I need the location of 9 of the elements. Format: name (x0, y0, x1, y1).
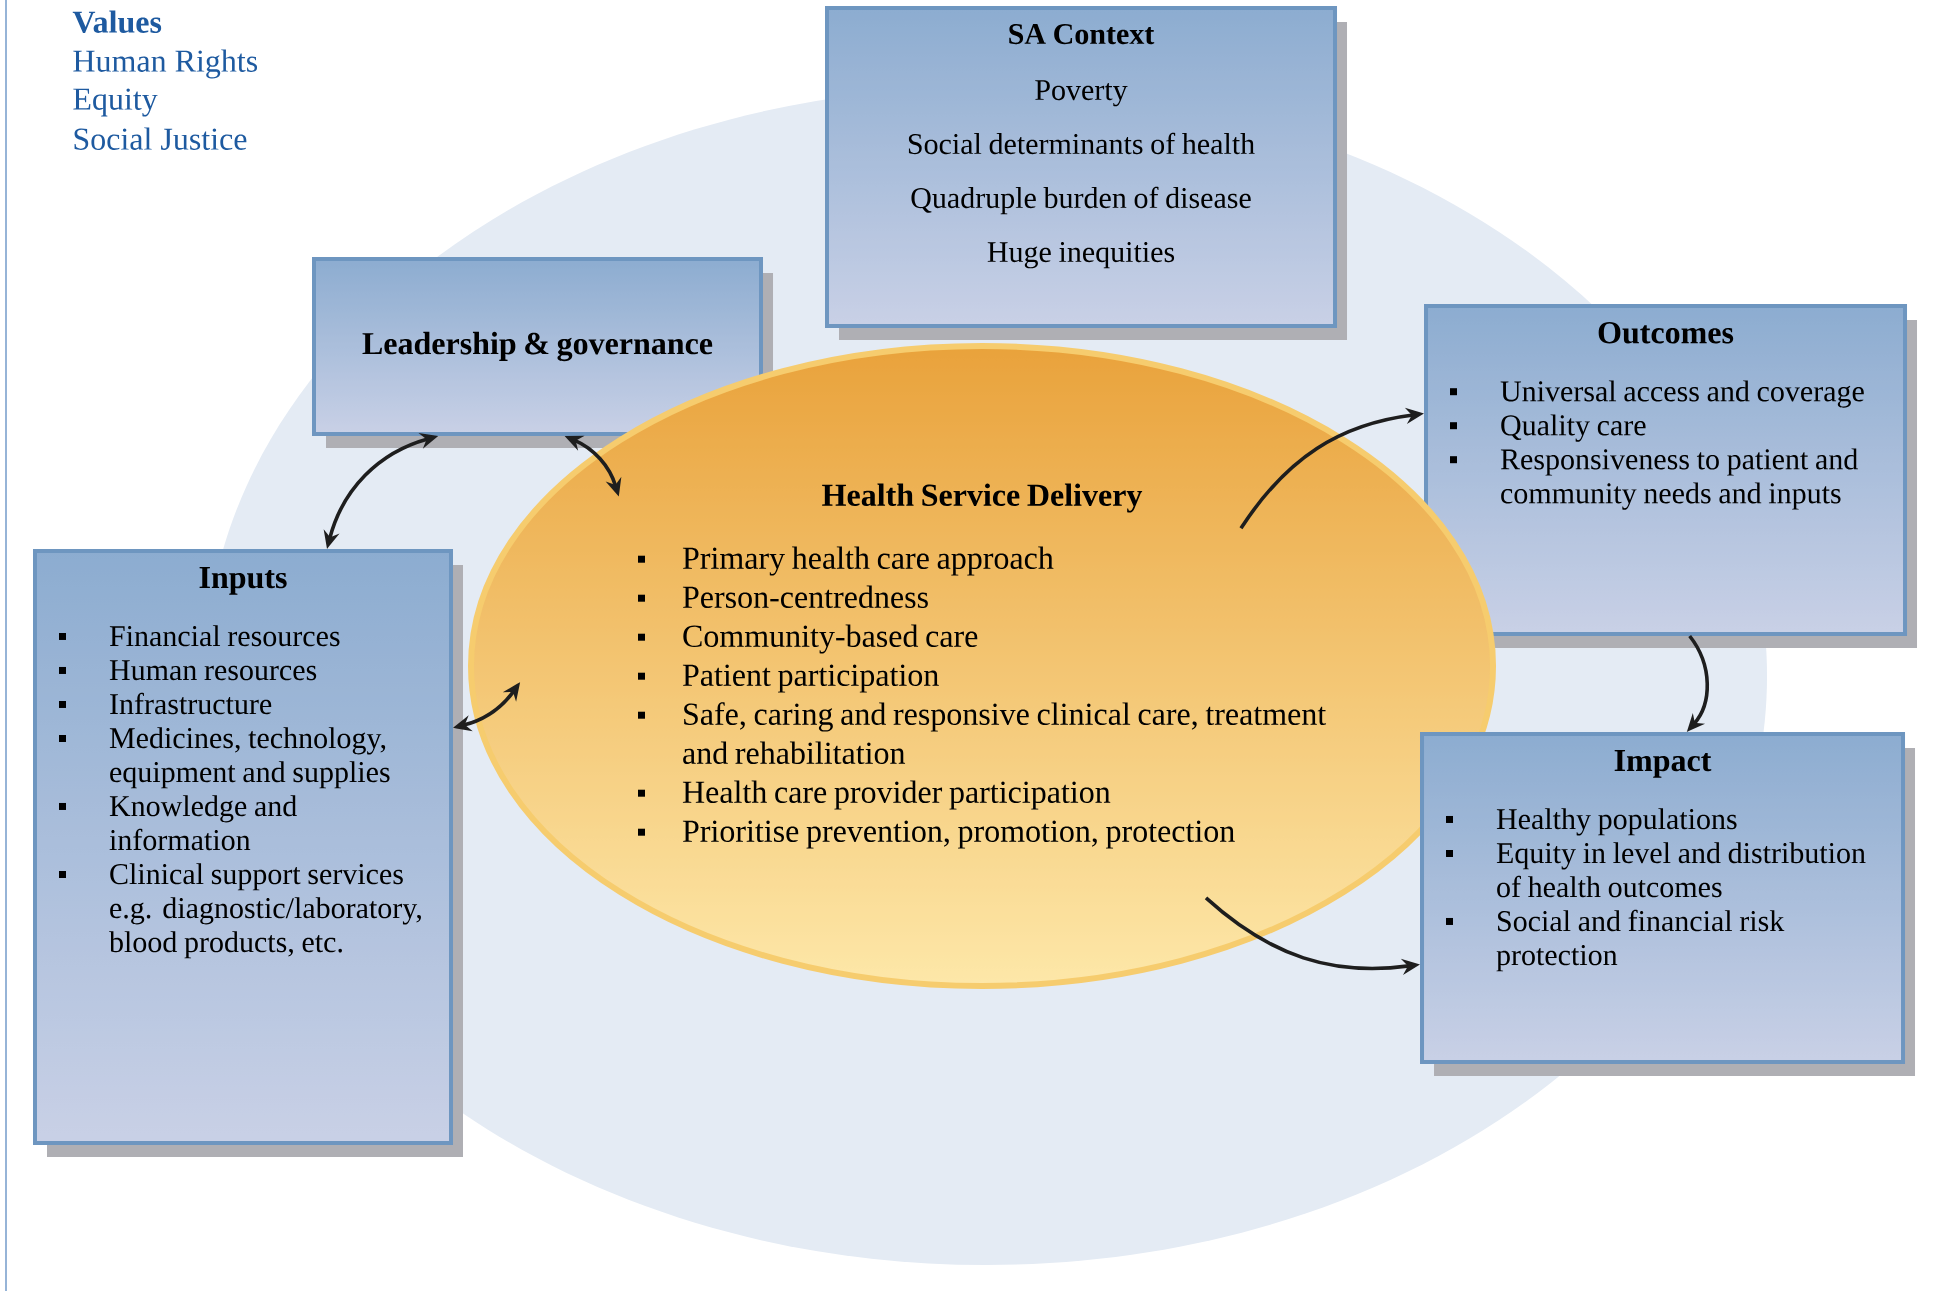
value-label: Social Justice (74, 127, 247, 150)
text-box: Inputs Financial resources Human resources Infrastructure Medicines, technology, equipment and supplies Knowledge and information Clinical support services e.g. diagnostic/laboratory, blood products, etc. (33, 549, 463, 1157)
value-label: Human Rights (73, 49, 258, 79)
value-label: Values (72, 10, 162, 34)
text-box: Impact Healthy populations Equity in level and distribution of health outcomes Social and financial risk protection (1420, 732, 1915, 1076)
value-label: Equity (73, 88, 158, 117)
text-box: Outcomes Universal access and coverage Quality care Responsiveness to patient and community needs and inputs (1424, 304, 1917, 648)
text-box: SA Context Poverty Social determinants of health Quadruple burden of disease Huge inequities (825, 6, 1347, 340)
text-box: Leadership & governance (312, 257, 773, 448)
